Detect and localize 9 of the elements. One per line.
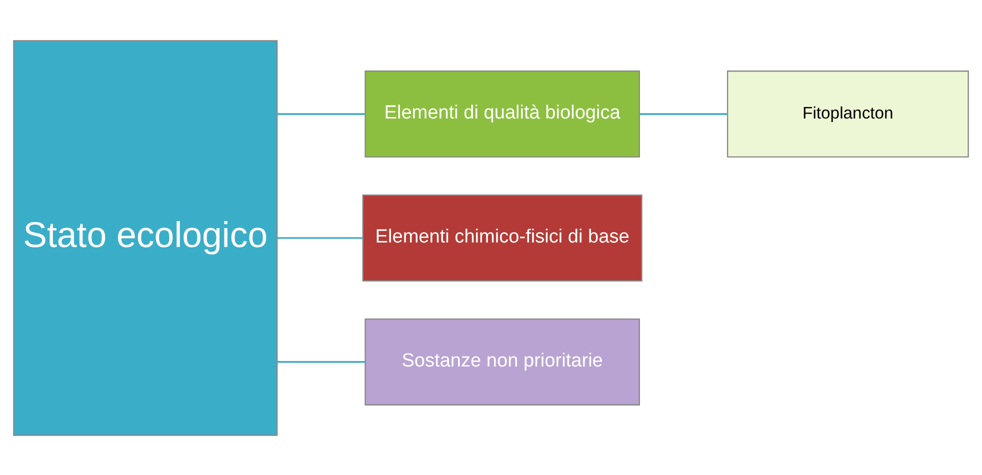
node-box: Fitoplancton — [726, 70, 969, 158]
connector — [277, 112, 365, 114]
connector — [277, 360, 365, 362]
node-box: Stato ecologico — [13, 40, 278, 436]
node-box: Elementi di qualità biologica — [364, 70, 640, 158]
connector — [639, 112, 728, 114]
node-box: Elementi chimico-fisici di base — [362, 194, 642, 281]
connector — [277, 236, 363, 238]
node-box: Sostanze non prioritarie — [364, 318, 640, 405]
